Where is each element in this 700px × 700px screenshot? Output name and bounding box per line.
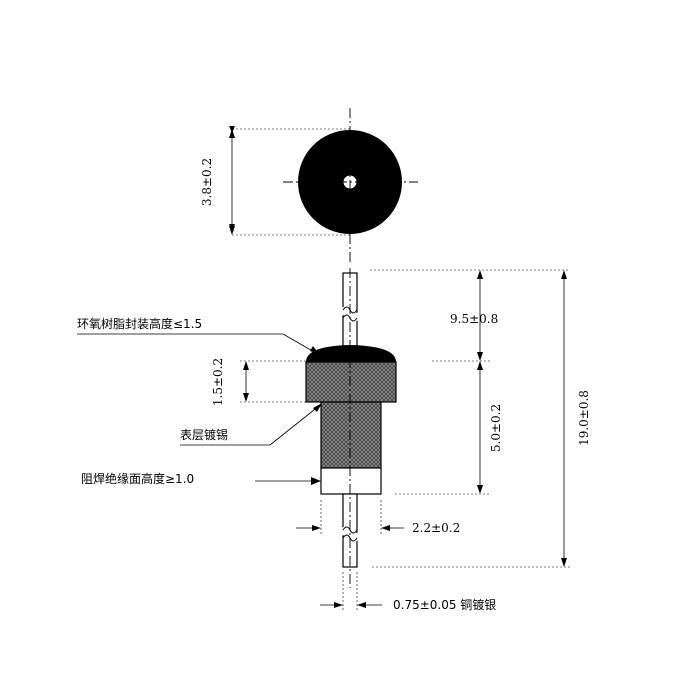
cap <box>305 361 397 403</box>
right-extension-lines <box>370 269 570 568</box>
lead-diameter-dimension: 0.75±0.05 铜镀银 <box>320 572 496 612</box>
top-view <box>283 108 418 262</box>
upper-lead-length-label: 9.5±0.8 <box>450 312 498 326</box>
top-diameter-label: 3.8±0.2 <box>200 158 214 206</box>
body-diameter-label: 2.2±0.2 <box>412 521 460 535</box>
cap-height-label: 1.5±0.2 <box>211 358 225 406</box>
epoxy-dome <box>306 345 396 362</box>
total-length-label: 19.0±0.8 <box>577 390 591 446</box>
side-view <box>305 268 397 588</box>
solder-resist-callout-label: 阻焊绝缘面高度≥1.0 <box>81 471 194 486</box>
body-diameter-dimension: 2.2±0.2 <box>296 500 460 535</box>
lead-diameter-label: 0.75±0.05 铜镀银 <box>393 597 496 612</box>
solder-resist-callout: 阻焊绝缘面高度≥1.0 <box>81 471 321 486</box>
epoxy-callout-label: 环氧树脂封装高度≤1.5 <box>77 316 202 331</box>
upper-lead-length-dimension: 9.5±0.8 <box>450 270 498 361</box>
body-length-dimension: 5.0±0.2 <box>477 361 503 494</box>
cap-height-dimension: 1.5±0.2 <box>211 358 306 406</box>
total-length-dimension: 19.0±0.8 <box>561 270 591 567</box>
plating-callout-label: 表层镀锡 <box>180 427 228 442</box>
top-diameter-dimension: 3.8±0.2 <box>200 126 350 236</box>
solder-resist-band <box>320 467 382 495</box>
body-length-label: 5.0±0.2 <box>489 404 503 452</box>
body <box>320 401 382 469</box>
epoxy-callout: 环氧树脂封装高度≤1.5 <box>77 316 320 355</box>
plating-callout: 表层镀锡 <box>180 403 322 446</box>
